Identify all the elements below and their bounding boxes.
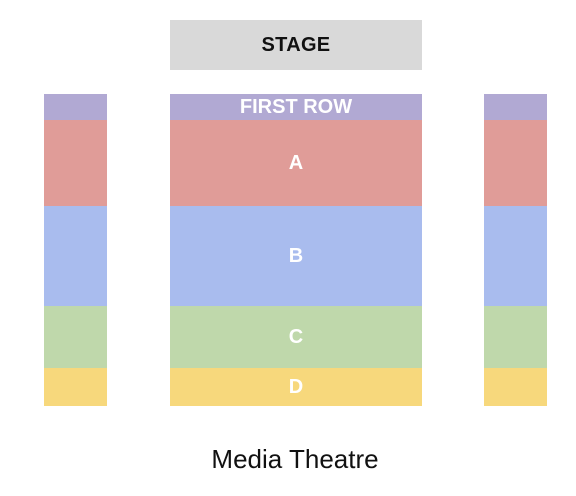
section-first-row-center[interactable]: FIRST ROW [170,94,422,120]
section-a-left[interactable] [44,120,107,206]
section-b-right[interactable] [484,206,547,306]
stage: STAGE [170,20,422,70]
section-a-label: A [288,151,304,174]
section-first-row-left[interactable] [44,94,107,120]
section-first-row-right[interactable] [484,94,547,120]
section-a-right[interactable] [484,120,547,206]
section-b-left[interactable] [44,206,107,306]
section-c-label: C [288,325,304,348]
section-d-center[interactable]: D [170,368,422,406]
stage-label: STAGE [261,33,331,56]
section-c-right[interactable] [484,306,547,368]
section-a-center[interactable]: A [170,120,422,206]
section-d-label: D [288,375,304,398]
section-b-center[interactable]: B [170,206,422,306]
section-b-label: B [288,244,304,267]
first-row-label: FIRST ROW [239,95,353,118]
section-d-right[interactable] [484,368,547,406]
section-d-left[interactable] [44,368,107,406]
section-c-left[interactable] [44,306,107,368]
section-c-center[interactable]: C [170,306,422,368]
venue-name: Media Theatre [211,444,379,474]
